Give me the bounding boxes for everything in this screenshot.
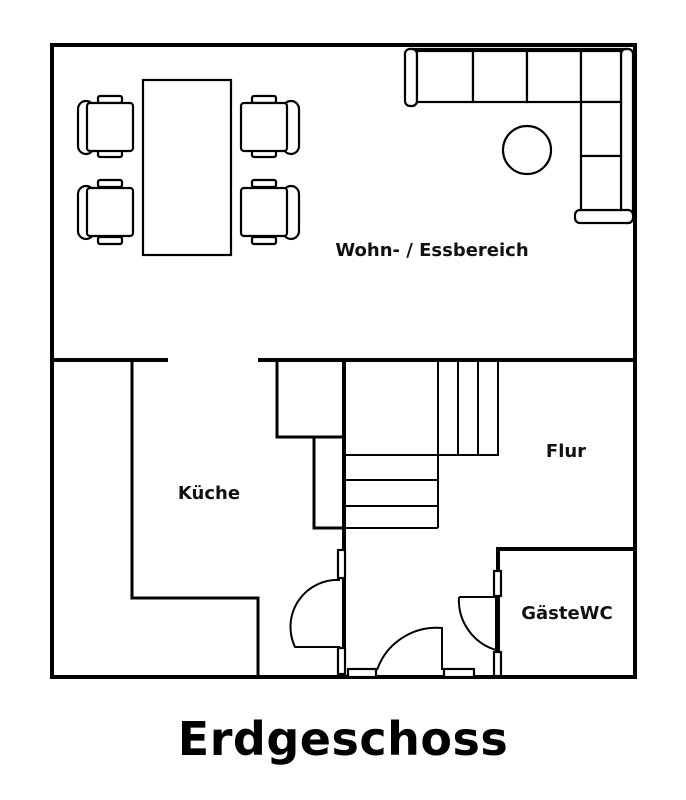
chair — [76, 178, 135, 246]
kitchen-counter — [130, 360, 260, 677]
room-label-wc: GästeWC — [521, 603, 613, 624]
chair — [239, 178, 301, 246]
stair-landing — [275, 360, 346, 530]
staircase — [346, 362, 499, 529]
kitchen-door — [289, 548, 347, 676]
entrance-door — [346, 626, 476, 679]
floor-caption: Erdgeschoss — [177, 712, 509, 766]
chair — [76, 94, 135, 159]
room-label-kitchen: Küche — [178, 483, 240, 504]
coffee-table — [501, 124, 553, 176]
corner-sofa — [403, 47, 635, 225]
wc-door — [457, 569, 503, 678]
room-label-living: Wohn- / Essbereich — [335, 240, 528, 261]
dining-table — [141, 78, 233, 257]
chair — [239, 94, 301, 159]
room-label-hall: Flur — [546, 441, 586, 462]
